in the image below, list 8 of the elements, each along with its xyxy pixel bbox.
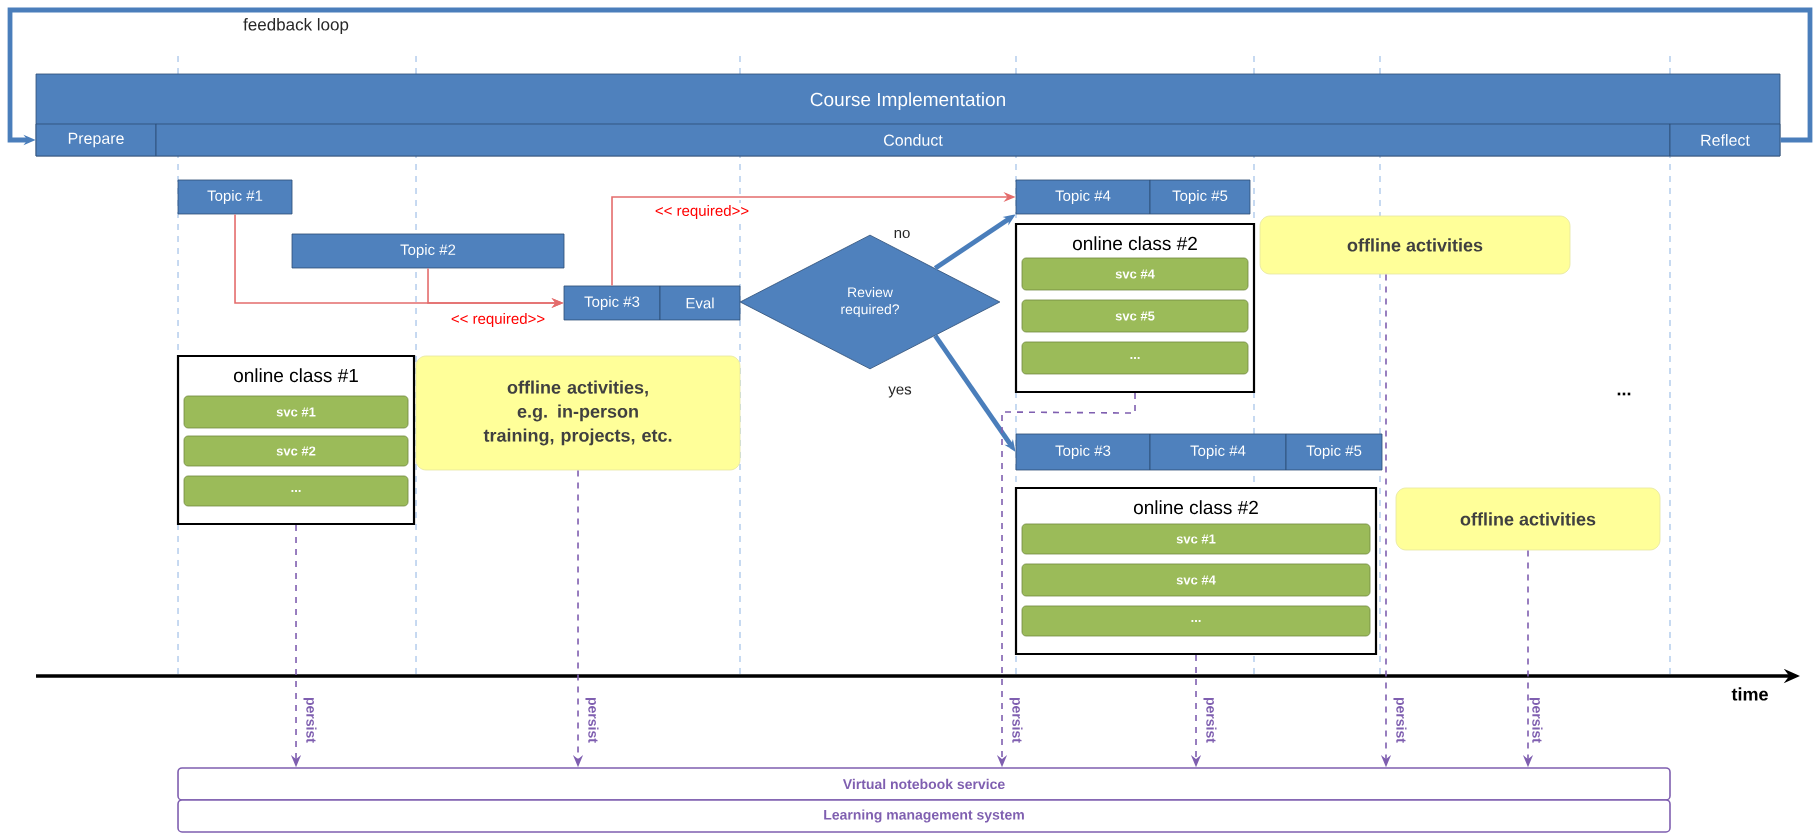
edge-label: feedback loop [243, 18, 349, 34]
activity-note: offline activities, e.g. in-person training, projects, etc. [415, 355, 741, 471]
ellipsis-mark: ... [1617, 392, 1631, 396]
activity-note: offline activities [1259, 215, 1571, 275]
phase-box: Reflect [1669, 123, 1781, 157]
phase-box: Prepare [35, 123, 157, 157]
activity-note: offline activities [1395, 487, 1661, 551]
axis-label: time [1731, 687, 1768, 701]
